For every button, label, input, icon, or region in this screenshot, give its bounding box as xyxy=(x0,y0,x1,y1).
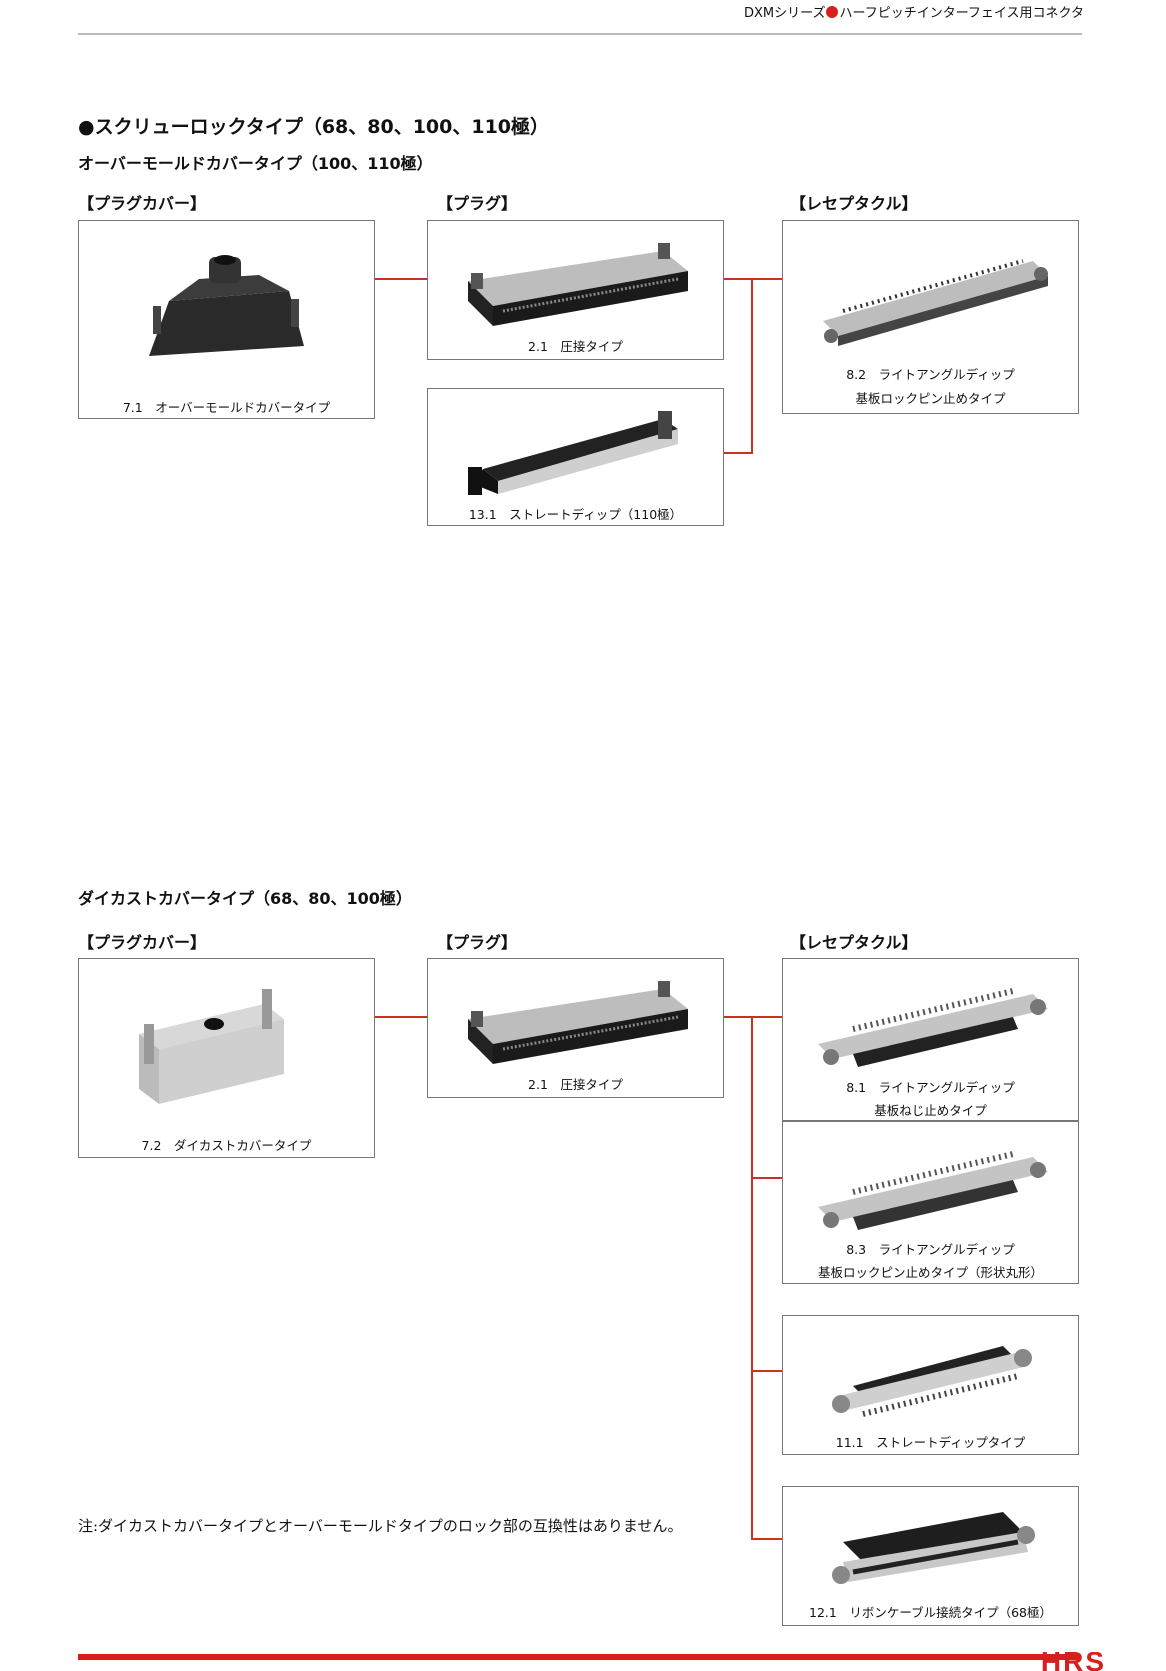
plug-crimp-image xyxy=(468,981,688,1064)
product-box-11-1: 11.1 ストレートディップタイプ xyxy=(782,1315,1079,1455)
receptacle-round-pin-image xyxy=(818,1151,1048,1230)
caption-7-1: 7.1 オーバーモールドカバータイプ xyxy=(122,400,331,415)
section-title: ●スクリューロックタイプ（68、80、100、110極） xyxy=(78,116,550,138)
section2-subtitle: ダイカストカバータイプ（68、80、100極） xyxy=(78,889,412,908)
caption-8-3-line2: 基板ロックピン止めタイプ（形状丸形） xyxy=(817,1265,1043,1280)
col-head-receptacle-2: 【レセプタクル】 xyxy=(790,933,918,952)
connector-line xyxy=(751,1538,782,1540)
section1-subtitle: オーバーモールドカバータイプ（100、110極） xyxy=(78,154,433,173)
product-box-7-2: 7.2 ダイカストカバータイプ xyxy=(78,958,375,1158)
connector-line xyxy=(724,278,782,280)
caption-8-1-line2: 基板ねじ止めタイプ xyxy=(874,1103,987,1118)
caption-2-1b: 2.1 圧接タイプ xyxy=(528,1077,623,1092)
connector-line xyxy=(724,1016,782,1018)
page-header: DXMシリーズハーフピッチインターフェイス用コネクタ xyxy=(744,2,1084,21)
col-head-receptacle: 【レセプタクル】 xyxy=(790,194,918,213)
col-head-cover: 【プラグカバー】 xyxy=(78,194,207,213)
product-box-8-3: 8.3 ライトアングルディップ 基板ロックピン止めタイプ（形状丸形） xyxy=(782,1121,1079,1284)
caption-8-3-line1: 8.3 ライトアングルディップ xyxy=(846,1242,1015,1257)
receptacle-screw-image xyxy=(818,988,1048,1067)
connector-line xyxy=(375,1016,427,1018)
connector-line xyxy=(751,1370,782,1372)
product-box-2-1b: 2.1 圧接タイプ xyxy=(427,958,724,1098)
caption-7-2: 7.2 ダイカストカバータイプ xyxy=(141,1138,312,1153)
header-divider xyxy=(78,33,1082,35)
caption-12-1: 12.1 リボンケーブル接続タイプ（68極） xyxy=(809,1605,1052,1620)
connector-line xyxy=(751,1016,753,1540)
caption-11-1: 11.1 ストレートディップタイプ xyxy=(835,1435,1026,1450)
bullet-icon xyxy=(826,6,839,18)
col-head-cover-2: 【プラグカバー】 xyxy=(78,933,207,952)
plug-crimp-image xyxy=(468,243,688,326)
caption-2-1: 2.1 圧接タイプ xyxy=(528,339,623,354)
plug-straight-dip-image xyxy=(468,411,678,495)
col-head-plug: 【プラグ】 xyxy=(437,194,518,213)
receptacle-right-angle-image xyxy=(823,259,1048,346)
connector-line xyxy=(375,278,427,280)
product-box-12-1: 12.1 リボンケーブル接続タイプ（68極） xyxy=(782,1486,1079,1626)
diecast-cover-image xyxy=(139,989,284,1104)
caption-13-1: 13.1 ストレートディップ（110極） xyxy=(468,507,683,522)
product-box-8-1: 8.1 ライトアングルディップ 基板ねじ止めタイプ xyxy=(782,958,1079,1121)
hrs-logo: HRS xyxy=(1040,1652,1106,1671)
receptacle-straight-dip-image xyxy=(832,1346,1032,1417)
product-box-8-2: 8.2 ライトアングルディップ 基板ロックピン止めタイプ xyxy=(782,220,1079,414)
caption-8-2-line2: 基板ロックピン止めタイプ xyxy=(855,391,1006,406)
caption-8-2-line1: 8.2 ライトアングルディップ xyxy=(846,367,1015,382)
connector-line xyxy=(724,452,753,454)
connector-line xyxy=(751,1177,782,1179)
product-box-13-1: 13.1 ストレートディップ（110極） xyxy=(427,388,724,526)
product-box-7-1: 7.1 オーバーモールドカバータイプ xyxy=(78,220,375,419)
caption-8-1-line1: 8.1 ライトアングルディップ xyxy=(846,1080,1015,1095)
series-name: DXMシリーズ xyxy=(743,6,826,21)
series-description: ハーフピッチインターフェイス用コネクタ xyxy=(839,6,1084,21)
connector-line xyxy=(751,278,753,454)
receptacle-ribbon-image xyxy=(832,1512,1035,1584)
product-box-2-1: 2.1 圧接タイプ xyxy=(427,220,724,360)
overmold-cover-image xyxy=(149,255,304,356)
col-head-plug-2: 【プラグ】 xyxy=(437,933,518,952)
footer-bar xyxy=(78,1654,1078,1660)
compatibility-note: 注:ダイカストカバータイプとオーバーモールドタイプのロック部の互換性はありません… xyxy=(78,1517,683,1535)
